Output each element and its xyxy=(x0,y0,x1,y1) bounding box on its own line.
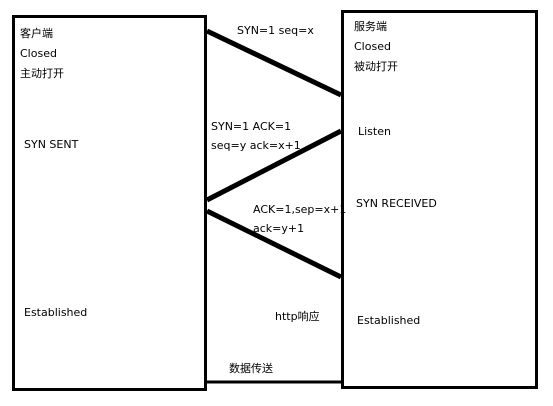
ack-message-line2: ack=y+1 xyxy=(253,222,305,235)
server-state-syn-received: SYN RECEIVED xyxy=(356,197,437,210)
http-response-label: http响应 xyxy=(275,310,320,323)
client-state-closed: Closed xyxy=(20,47,57,60)
client-box xyxy=(12,15,207,391)
client-state-established: Established xyxy=(24,306,88,319)
data-transfer-label: 数据传送 xyxy=(229,362,273,375)
server-role: 被动打开 xyxy=(354,60,398,73)
synack-message-line2: seq=y ack=x+1 xyxy=(211,139,301,152)
server-state-listen: Listen xyxy=(358,125,391,138)
server-state-established: Established xyxy=(357,314,421,327)
client-state-syn-sent: SYN SENT xyxy=(24,138,79,151)
synack-line xyxy=(205,128,343,203)
client-title: 客户端 xyxy=(20,27,53,40)
syn-line xyxy=(205,28,343,98)
server-title: 服务端 xyxy=(354,20,387,33)
ack-message-line1: ACK=1,sep=x+1 xyxy=(253,203,347,216)
synack-message-line1: SYN=1 ACK=1 xyxy=(211,120,292,133)
syn-message: SYN=1 seq=x xyxy=(237,24,314,37)
server-state-closed: Closed xyxy=(354,40,391,53)
server-box xyxy=(341,10,538,389)
ack-line xyxy=(205,208,343,280)
client-role: 主动打开 xyxy=(20,67,64,80)
